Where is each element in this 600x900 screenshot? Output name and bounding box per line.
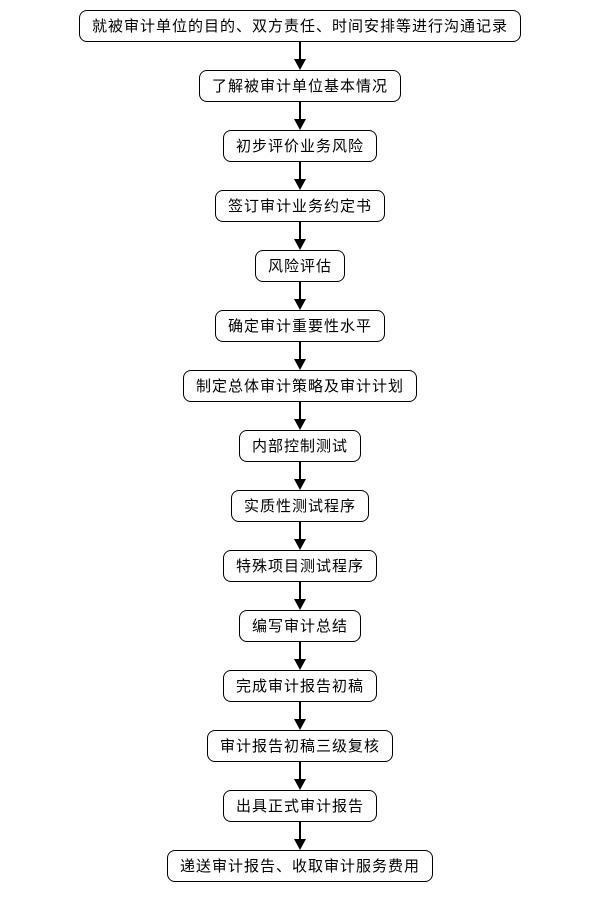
arrow-head <box>294 179 306 190</box>
down-arrow-icon <box>294 762 306 790</box>
flow-step-risk-assessment: 风险评估 <box>254 250 345 282</box>
arrow-head <box>294 659 306 670</box>
arrow-head <box>294 419 306 430</box>
arrow-head <box>294 539 306 550</box>
down-arrow-icon <box>294 702 306 730</box>
down-arrow-icon <box>294 402 306 430</box>
arrow-stem <box>299 222 301 239</box>
arrow-head <box>294 359 306 370</box>
down-arrow-icon <box>294 342 306 370</box>
down-arrow-icon <box>294 582 306 610</box>
flow-step-sign-engagement-letter: 签订审计业务约定书 <box>214 190 385 222</box>
down-arrow-icon <box>294 162 306 190</box>
flow-step-substantive-procedures: 实质性测试程序 <box>230 490 369 522</box>
flow-step-initial-risk-evaluation: 初步评价业务风险 <box>222 130 377 162</box>
flow-step-three-level-review: 审计报告初稿三级复核 <box>206 730 393 762</box>
flow-step-communication-record: 就被审计单位的目的、双方责任、时间安排等进行沟通记录 <box>78 10 521 42</box>
arrow-stem <box>299 642 301 659</box>
down-arrow-icon <box>294 822 306 850</box>
arrow-stem <box>299 462 301 479</box>
arrow-stem <box>299 102 301 119</box>
down-arrow-icon <box>294 282 306 310</box>
down-arrow-icon <box>294 522 306 550</box>
arrow-stem <box>299 282 301 299</box>
arrow-stem <box>299 402 301 419</box>
flow-step-internal-control-test: 内部控制测试 <box>238 430 361 462</box>
flow-step-understand-entity: 了解被审计单位基本情况 <box>198 70 401 102</box>
arrow-head <box>294 719 306 730</box>
down-arrow-icon <box>294 462 306 490</box>
flow-step-deliver-report-collect-fee: 递送审计报告、收取审计服务费用 <box>166 850 433 882</box>
arrow-stem <box>299 162 301 179</box>
arrow-stem <box>299 762 301 779</box>
down-arrow-icon <box>294 102 306 130</box>
flow-step-draft-audit-report: 完成审计报告初稿 <box>222 670 377 702</box>
arrow-stem <box>299 702 301 719</box>
arrow-head <box>294 599 306 610</box>
arrow-head <box>294 59 306 70</box>
arrow-head <box>294 839 306 850</box>
down-arrow-icon <box>294 642 306 670</box>
flow-step-write-audit-summary: 编写审计总结 <box>238 610 361 642</box>
flow-step-audit-strategy-plan: 制定总体审计策略及审计计划 <box>182 370 417 402</box>
down-arrow-icon <box>294 42 306 70</box>
down-arrow-icon <box>294 222 306 250</box>
arrow-head <box>294 779 306 790</box>
arrow-head <box>294 119 306 130</box>
arrow-head <box>294 299 306 310</box>
flow-step-determine-materiality: 确定审计重要性水平 <box>214 310 385 342</box>
arrow-stem <box>299 582 301 599</box>
arrow-head <box>294 479 306 490</box>
arrow-stem <box>299 522 301 539</box>
arrow-stem <box>299 342 301 359</box>
flow-step-special-item-test: 特殊项目测试程序 <box>222 550 377 582</box>
flow-step-issue-formal-report: 出具正式审计报告 <box>222 790 377 822</box>
arrow-stem <box>299 42 301 59</box>
arrow-stem <box>299 822 301 839</box>
arrow-head <box>294 239 306 250</box>
